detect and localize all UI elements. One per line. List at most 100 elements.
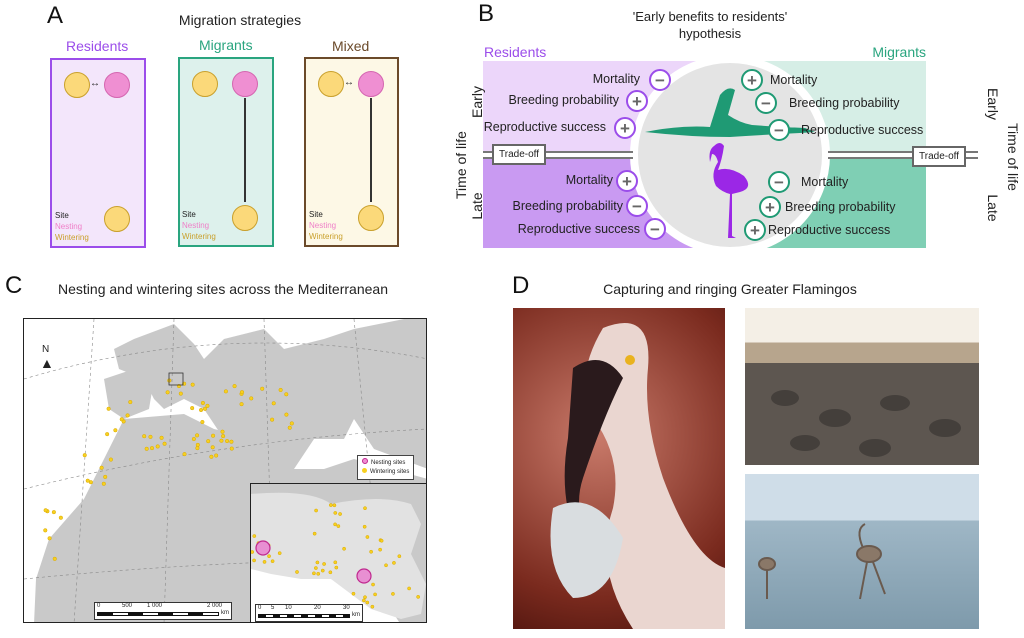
wintering-site-marker: [334, 565, 339, 570]
flying-flamingo-icon: [645, 88, 815, 137]
wintering-site-marker: [379, 538, 384, 543]
legend-site: Site: [309, 210, 323, 219]
time-of-life-label-right: Time of life: [1005, 123, 1021, 191]
trait-label: Mortality: [770, 73, 818, 87]
trait-label: Reproductive success: [801, 123, 924, 137]
wintering-site-marker: [88, 480, 93, 485]
wintering-site-marker: [314, 566, 318, 570]
wintering-site-marker: [101, 481, 106, 486]
wintering-site-marker: [363, 506, 367, 511]
panel-b-label: B: [478, 0, 495, 27]
wintering-site-marker: [99, 465, 104, 470]
scale-unit: km: [221, 610, 229, 616]
panel-c-label: C: [5, 272, 23, 299]
wintering-site-marker: [223, 389, 228, 394]
wintering-site-icon: [232, 205, 258, 231]
plus-icon: +: [759, 196, 781, 218]
wintering-site-marker: [219, 438, 224, 443]
wintering-site-marker: [82, 453, 87, 458]
wintering-site-marker: [220, 429, 225, 434]
trait-label: Reproductive success: [768, 223, 891, 237]
scale-tick: 0: [97, 603, 101, 609]
wintering-site-marker: [251, 550, 255, 554]
wintering-site-marker: [195, 433, 200, 438]
wintering-site-marker: [198, 407, 204, 413]
wintering-site-marker: [270, 559, 275, 564]
wintering-site-marker: [125, 413, 130, 418]
strategy-box: [178, 57, 274, 247]
nesting-marker-icon: [362, 458, 368, 464]
wintering-site-marker: [108, 457, 113, 462]
legend-nesting: Nesting: [309, 221, 337, 230]
wintering-site-marker: [342, 546, 346, 551]
main-scale-bar: 0 500 1 000 2 000 km: [94, 602, 232, 620]
inset-map: 0 5 10 20 30 km: [250, 483, 426, 622]
wintering-site-marker: [277, 551, 282, 556]
wintering-site-marker: [252, 558, 256, 563]
trait-label: Reproductive success: [517, 222, 640, 236]
wintering-site-marker: [202, 406, 207, 411]
wintering-site-marker: [144, 446, 149, 451]
strategy-label: Mixed: [332, 38, 370, 54]
wintering-site-marker: [200, 400, 205, 406]
wintering-site-marker: [149, 446, 155, 451]
nesting-site-marker: [255, 540, 271, 556]
wintering-site-marker: [190, 382, 195, 387]
wintering-site-marker: [119, 417, 124, 422]
wintering-site-marker: [113, 428, 118, 433]
mediterranean-map: N▲ Nesting sites Wintering sites 0 500 1…: [23, 318, 427, 623]
migration-arrow-icon: [244, 98, 246, 202]
wintering-site-icon: [358, 205, 384, 231]
wintering-site-marker: [287, 425, 292, 430]
wintering-site-marker: [43, 528, 48, 533]
map-legend: Nesting sites Wintering sites: [357, 455, 415, 480]
early-label-left: Early: [469, 86, 485, 118]
late-label-right: Late: [985, 194, 1001, 222]
wintering-site-marker: [221, 434, 226, 439]
scale-tick: 30: [343, 605, 350, 611]
wintering-site-marker: [239, 402, 244, 407]
minus-icon: −: [768, 171, 790, 193]
wintering-site-marker: [316, 571, 321, 576]
wintering-site-marker: [106, 406, 111, 411]
nesting-site-icon: [232, 71, 258, 97]
wintering-site-icon: [104, 206, 130, 232]
plus-icon: +: [626, 90, 648, 112]
wintering-site-marker: [229, 439, 234, 444]
wintering-site-marker: [52, 556, 57, 561]
wintering-site-marker: [378, 547, 382, 552]
wintering-site-marker: [58, 515, 63, 520]
plus-icon: +: [614, 117, 636, 139]
panel-c-title: Nesting and wintering sites across the M…: [58, 281, 388, 297]
trait-label: Mortality: [565, 173, 613, 187]
wintering-site-marker: [200, 419, 205, 425]
wintering-site-marker: [191, 436, 196, 442]
scale-tick: 1 000: [147, 603, 163, 609]
wintering-site-marker: [205, 403, 210, 408]
wintering-site-marker: [252, 534, 257, 538]
flamingo-corral-photo: [745, 308, 979, 465]
wintering-site-marker: [206, 439, 211, 444]
flamingo-chicks-water-photo: [745, 474, 979, 629]
tradeoff-line: [483, 151, 633, 159]
wintering-site-marker: [333, 511, 338, 515]
scale-tick: 5: [271, 605, 275, 611]
trait-label: Reproductive success: [483, 120, 606, 134]
north-arrow-icon: N▲: [40, 344, 54, 371]
wintering-site-marker: [284, 392, 289, 397]
wintering-site-marker: [371, 582, 375, 587]
wintering-site-marker: [195, 442, 200, 447]
late-label-left: Late: [469, 192, 485, 220]
wintering-site-marker: [278, 387, 283, 393]
wintering-site-marker: [43, 508, 48, 513]
scale-tick: 2 000: [207, 603, 223, 609]
wintering-site-marker: [315, 560, 320, 565]
wintering-site-marker: [190, 406, 195, 411]
wintering-site-marker: [328, 570, 333, 575]
wintering-site-marker: [148, 434, 153, 439]
minus-icon: −: [649, 69, 671, 91]
wintering-site-marker: [214, 453, 219, 458]
wintering-site-marker: [295, 570, 299, 574]
migration-arrow-icon: [370, 98, 372, 202]
trait-label: Breeding probability: [785, 200, 896, 214]
